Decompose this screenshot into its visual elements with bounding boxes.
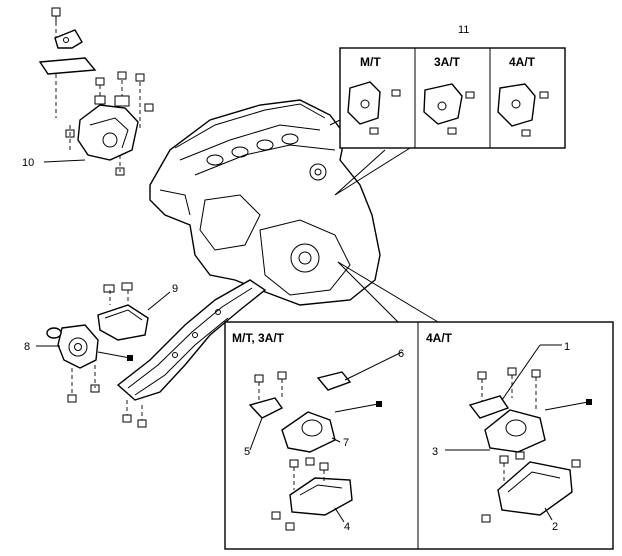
callout-10: 10: [22, 157, 34, 169]
crossmember-bolts: [122, 400, 147, 428]
mount-item-3: [484, 409, 546, 453]
bracket-item-2: [497, 461, 573, 516]
callout-7: 7: [343, 437, 349, 449]
callout-1: 1: [564, 341, 570, 353]
panel-label-mt: M/T: [360, 55, 381, 69]
callout-11: 11: [458, 24, 469, 36]
callout-3: 3: [432, 446, 438, 458]
panel-label-mt-3at: M/T, 3A/T: [232, 331, 285, 345]
panel-label-lower-4at: 4A/T: [426, 331, 453, 345]
bracket-item-1: [468, 395, 510, 419]
front-crossmember: [116, 279, 267, 401]
callout-4: 4: [344, 521, 350, 533]
callout-9: 9: [172, 283, 178, 295]
callout-5: 5: [244, 446, 250, 458]
rear-mount-variant-panel: [334, 47, 566, 196]
bracket-item-6: [316, 371, 352, 391]
panel-label-3at: 3A/T: [434, 55, 461, 69]
callout-8: 8: [24, 341, 30, 353]
rh-mount-assembly-item-10: [38, 7, 154, 176]
bracket-item-5: [248, 397, 284, 419]
callout-6: 6: [398, 348, 404, 360]
engine-transaxle-assembly: [149, 99, 381, 306]
rear-mount-lower-panel: [224, 261, 614, 550]
callout-2: 2: [552, 521, 558, 533]
panel-label-4at: 4A/T: [509, 55, 536, 69]
front-mount-bracket-item-9: [97, 282, 171, 341]
lh-mount-item-8: [36, 324, 133, 403]
